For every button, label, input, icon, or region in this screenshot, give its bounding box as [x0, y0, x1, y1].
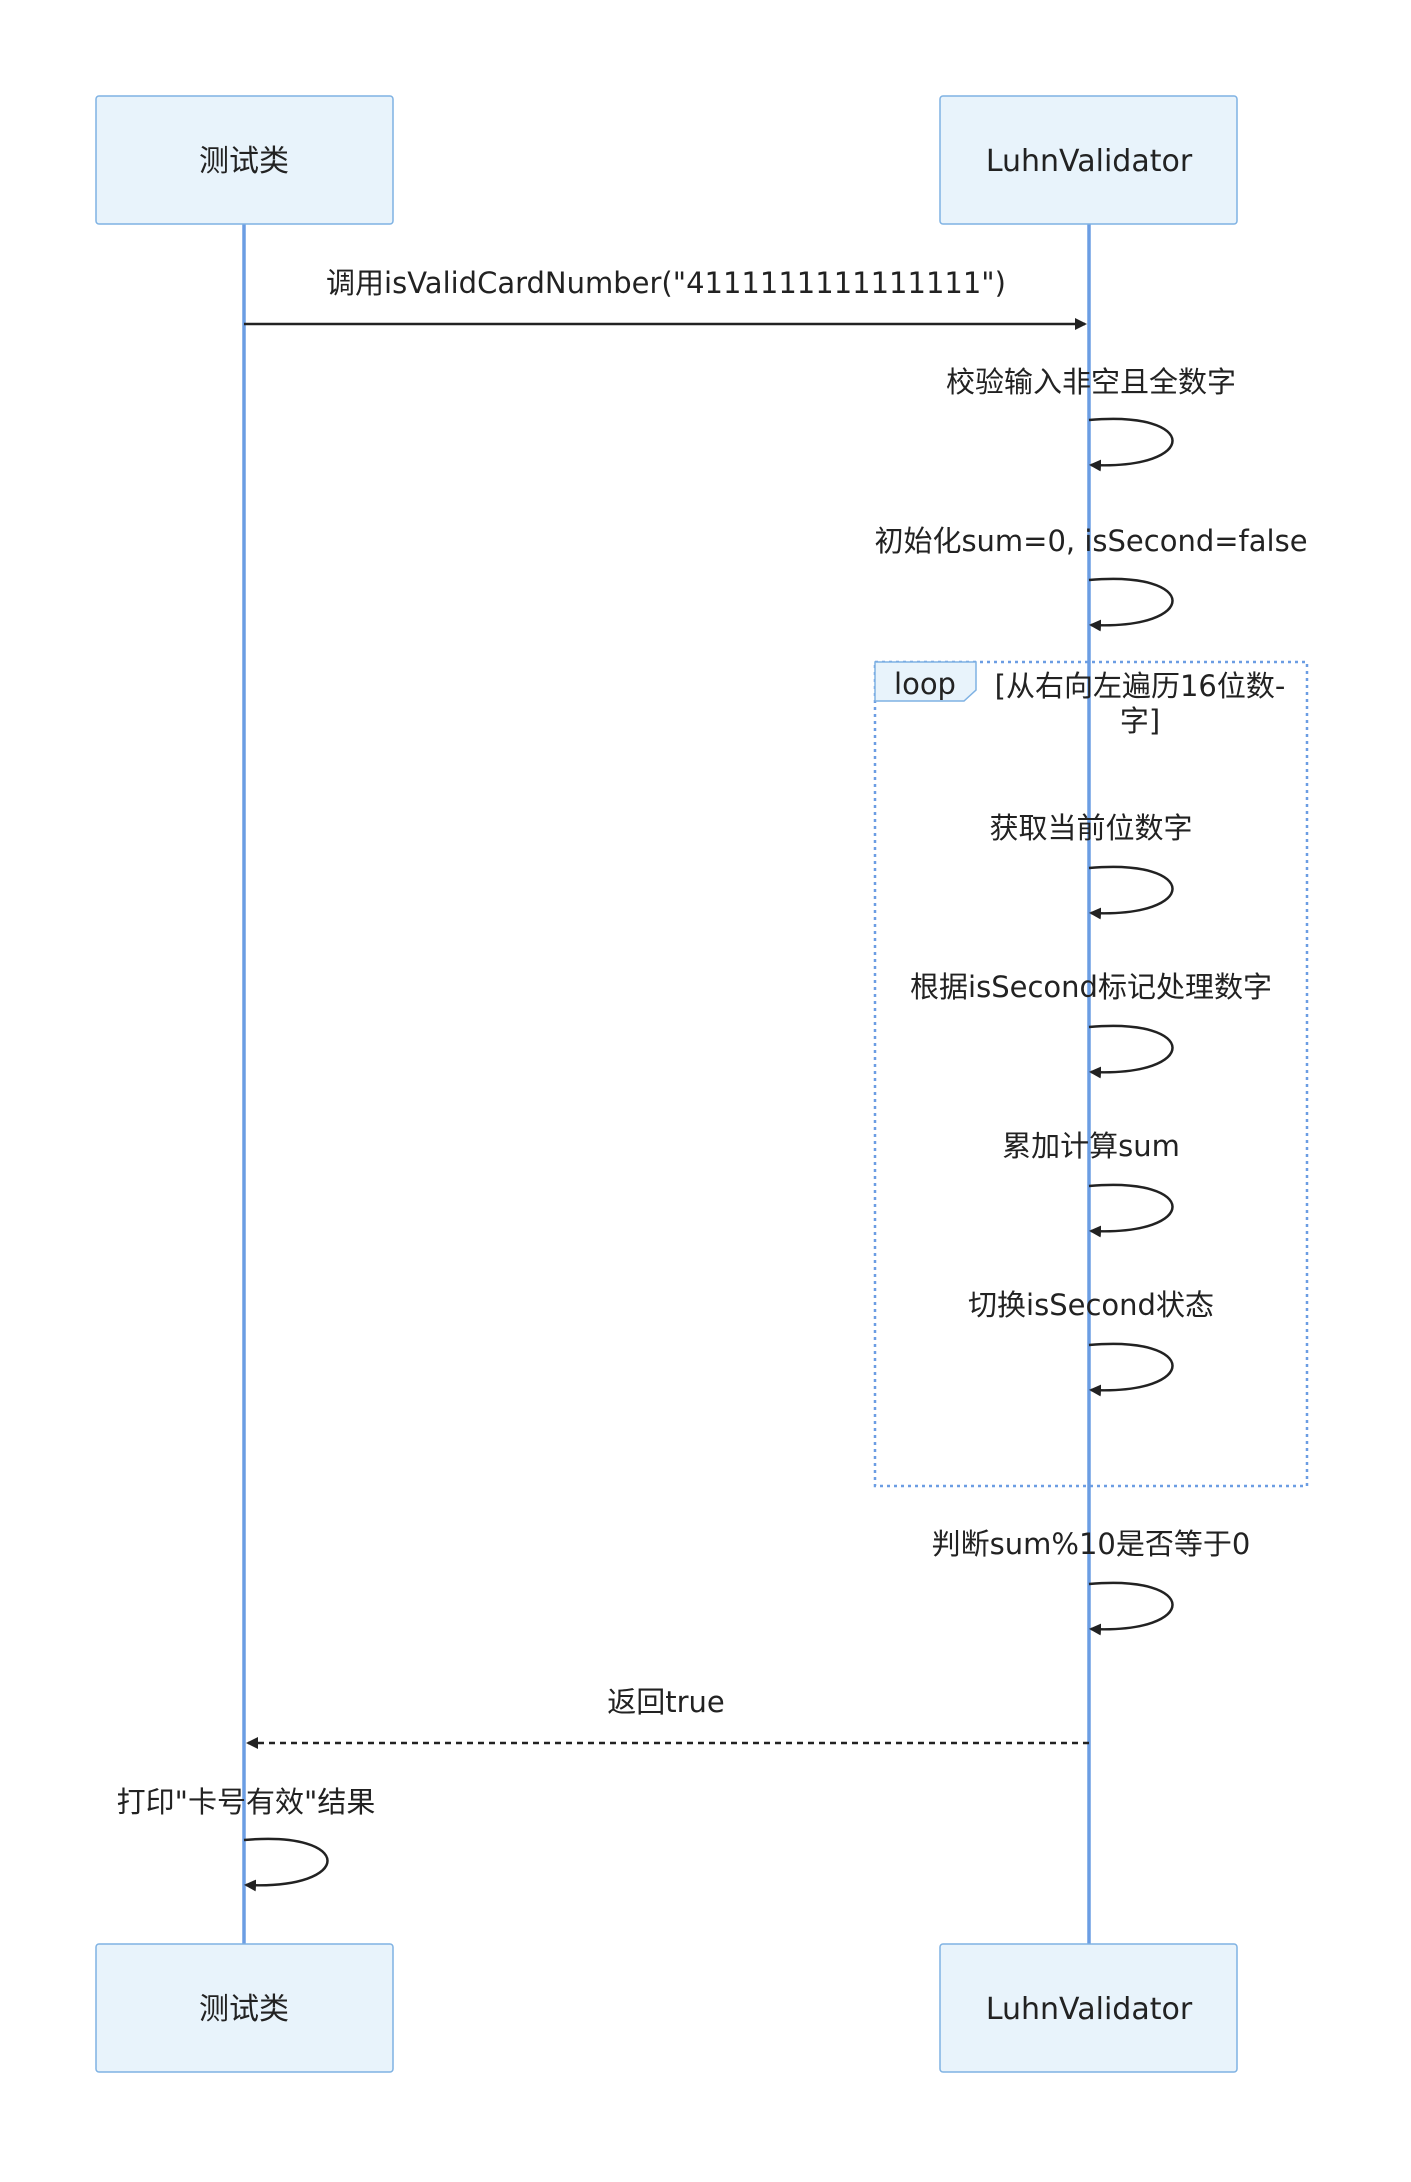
actor-tester-bottom-label: 测试类 — [199, 1992, 289, 2027]
actor-tester-top-label: 测试类 — [199, 144, 289, 179]
self-message-toggle-label: 切换isSecond状态 — [968, 1288, 1214, 1322]
self-message-init-label: 初始化sum=0, isSecond=false — [874, 524, 1307, 558]
self-message-print-result: 打印"卡号有效"结果 — [117, 1785, 376, 1892]
self-message-check-mod: 判断sum%10是否等于0 — [932, 1527, 1251, 1636]
self-message-validate-input-label: 校验输入非空且全数字 — [946, 365, 1236, 399]
self-message-process-digit-label: 根据isSecond标记处理数字 — [910, 970, 1272, 1004]
self-message-check-mod-label: 判断sum%10是否等于0 — [932, 1527, 1251, 1561]
self-message-get-digit: 获取当前位数字 — [989, 811, 1193, 920]
actor-validator-top-label: LuhnValidator — [986, 144, 1193, 179]
self-message-get-digit-label: 获取当前位数字 — [989, 811, 1192, 845]
loop-frame: loop [从右向左遍历16位数- 字] — [873, 660, 1309, 1488]
loop-condition-line1: [从右向左遍历16位数- — [995, 669, 1286, 703]
actor-validator-bottom[interactable]: LuhnValidator — [939, 1943, 1238, 2073]
self-message-process-digit: 根据isSecond标记处理数字 — [910, 970, 1272, 1079]
loop-label: loop — [894, 667, 956, 701]
self-message-print-result-label: 打印"卡号有效"结果 — [117, 1785, 376, 1819]
loop-condition-line2: 字] — [1120, 704, 1160, 738]
self-message-toggle: 切换isSecond状态 — [968, 1288, 1214, 1397]
actor-tester-top[interactable]: 测试类 — [95, 95, 394, 225]
message-call-isvalid-label: 调用isValidCardNumber("4111111111111111") — [326, 266, 1006, 300]
actor-tester-bottom[interactable]: 测试类 — [95, 1943, 394, 2073]
actor-validator-top[interactable]: LuhnValidator — [939, 95, 1238, 225]
message-call-isvalid: 调用isValidCardNumber("4111111111111111") — [244, 266, 1087, 330]
self-message-validate-input: 校验输入非空且全数字 — [946, 365, 1236, 472]
message-return-true-label: 返回true — [607, 1685, 725, 1719]
self-message-accumulate-label: 累加计算sum — [1002, 1129, 1180, 1163]
message-return-true: 返回true — [246, 1685, 1089, 1749]
actor-validator-bottom-label: LuhnValidator — [986, 1992, 1193, 2027]
self-message-accumulate: 累加计算sum — [1002, 1129, 1180, 1238]
self-message-init: 初始化sum=0, isSecond=false — [874, 524, 1308, 632]
